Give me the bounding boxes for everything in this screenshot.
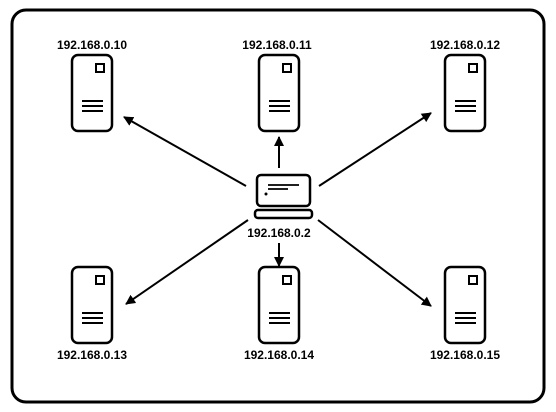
laptop-icon	[253, 173, 314, 220]
server-node-12: 192.168.0.12	[430, 38, 500, 133]
server-node-11: 192.168.0.11	[242, 38, 312, 133]
arrow-to-server-15	[317, 219, 432, 307]
server-label: 192.168.0.15	[430, 348, 500, 362]
arrow-to-server-12	[318, 112, 432, 187]
arrow-to-server-10	[123, 116, 247, 187]
hub-label: 192.168.0.2	[247, 226, 311, 240]
server-label: 192.168.0.11	[242, 38, 312, 52]
server-icon	[70, 265, 114, 345]
server-label: 192.168.0.14	[244, 348, 314, 362]
server-icon	[443, 53, 487, 133]
server-icon	[70, 53, 114, 133]
server-node-10: 192.168.0.10	[57, 38, 127, 133]
server-label: 192.168.0.10	[57, 38, 127, 52]
server-icon	[257, 265, 301, 345]
arrow-to-server-13	[125, 219, 249, 305]
server-label: 192.168.0.12	[430, 38, 500, 52]
connections	[123, 112, 432, 307]
server-node-15: 192.168.0.15	[430, 265, 500, 362]
server-icon	[443, 265, 487, 345]
server-node-13: 192.168.0.13	[57, 265, 127, 362]
server-icon	[257, 53, 301, 133]
hub-node: 192.168.0.2	[247, 173, 314, 240]
server-label: 192.168.0.13	[57, 348, 127, 362]
server-node-14: 192.168.0.14	[244, 265, 314, 362]
